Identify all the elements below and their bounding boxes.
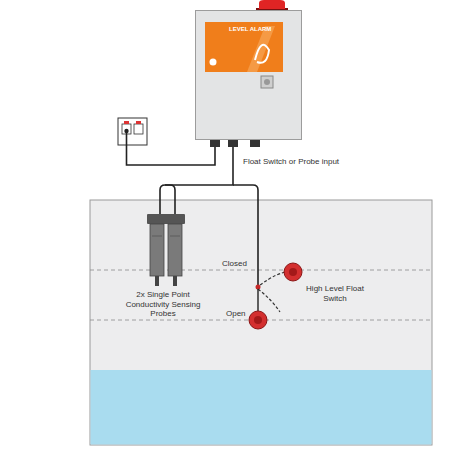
panel-title: LEVEL ALARM <box>229 26 271 32</box>
float-cable <box>257 289 258 311</box>
probe-wire <box>160 146 233 216</box>
probe <box>168 224 182 276</box>
alarm-controller: LEVEL ALARM <box>195 10 302 140</box>
water <box>91 370 432 445</box>
float-wire <box>233 185 258 286</box>
power-outlet <box>118 118 147 145</box>
float-closed <box>284 263 302 281</box>
switch <box>136 121 141 124</box>
switch <box>124 121 129 124</box>
probe <box>150 224 164 276</box>
float-open <box>249 311 267 329</box>
cable-gland <box>250 139 260 147</box>
tank <box>90 200 432 445</box>
probe-band <box>170 236 180 237</box>
probe-tip <box>155 276 159 286</box>
probe-band <box>152 236 162 237</box>
float-open-core <box>254 316 262 324</box>
socket <box>122 124 131 134</box>
float-pivot <box>256 285 261 290</box>
level-label: Open <box>226 309 250 319</box>
float-label: High Level Float Switch <box>304 284 366 303</box>
input-label: Float Switch or Probe input <box>243 157 343 167</box>
plug <box>124 129 128 133</box>
probe-wire <box>165 185 175 216</box>
socket <box>134 124 143 134</box>
beacon <box>259 0 285 9</box>
probe-tip <box>173 276 177 286</box>
float-closed-core <box>289 268 297 276</box>
level-label: Closed <box>222 259 256 269</box>
cable-gland <box>210 139 220 147</box>
closed-level-line <box>90 270 432 271</box>
probe-head <box>147 214 185 224</box>
cable-gland <box>228 139 238 147</box>
float-travel <box>258 289 280 312</box>
probe-label: 2x Single Point Conductivity Sensing Pro… <box>118 290 208 319</box>
